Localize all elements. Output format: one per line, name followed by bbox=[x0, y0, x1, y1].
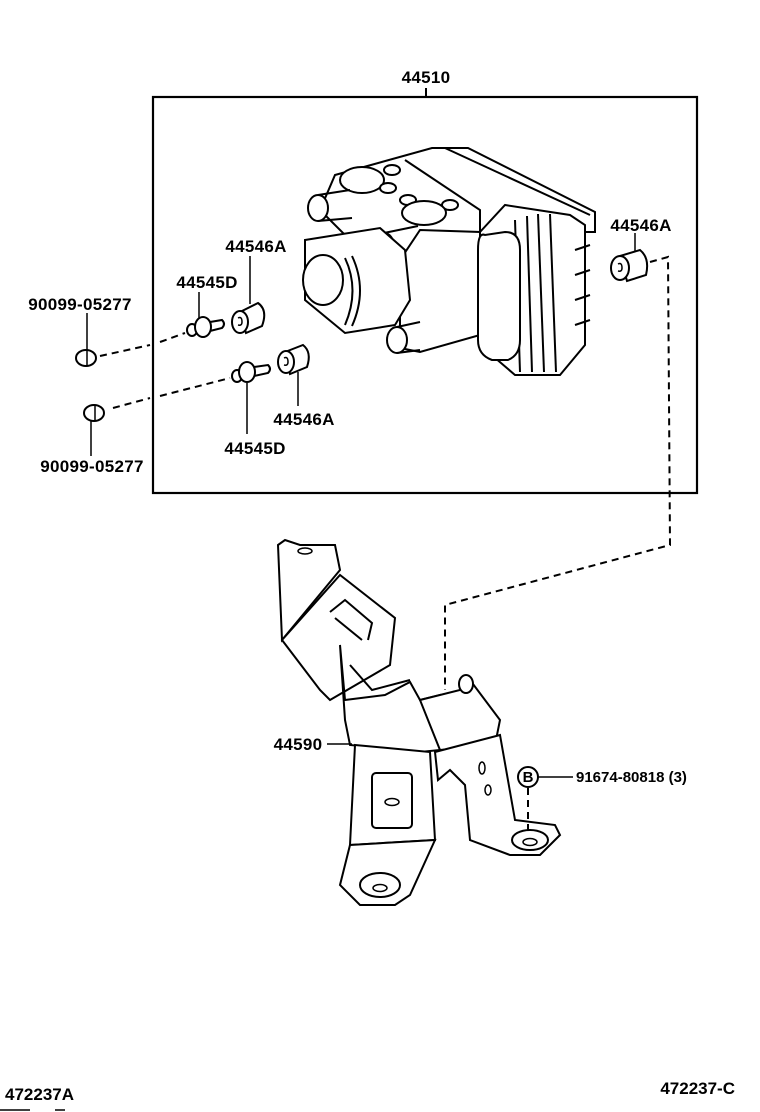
nut-lower[interactable] bbox=[83, 377, 231, 456]
label-nut-lower: 90099-05277 bbox=[40, 457, 144, 476]
label-stud-upper: 44545D bbox=[176, 273, 237, 292]
label-nut-upper: 90099-05277 bbox=[28, 295, 132, 314]
cushion-upper-left[interactable] bbox=[231, 256, 266, 335]
actuator-unit[interactable] bbox=[302, 147, 596, 376]
footer-left-code: 472237A bbox=[5, 1085, 74, 1104]
assembly-frame bbox=[151, 88, 699, 495]
callout-letter-b: B bbox=[523, 769, 534, 786]
footer-right-code: 472237-C bbox=[660, 1079, 735, 1098]
label-cushion-right: 44546A bbox=[610, 216, 671, 235]
label-stud-lower: 44545D bbox=[224, 439, 285, 458]
cushion-lower[interactable] bbox=[277, 343, 310, 406]
stud-upper[interactable] bbox=[186, 292, 225, 338]
stud-lower[interactable] bbox=[231, 361, 271, 434]
bracket[interactable] bbox=[276, 538, 562, 906]
label-cushion-upper-left: 44546A bbox=[225, 237, 286, 256]
label-cushion-lower: 44546A bbox=[273, 410, 334, 429]
cushion-right[interactable] bbox=[444, 233, 672, 690]
nut-upper[interactable] bbox=[75, 313, 186, 367]
bolt-callout[interactable]: B bbox=[517, 766, 573, 835]
label-bolt: 91674-80818 (3) bbox=[576, 769, 687, 786]
assembly-label: 44510 bbox=[402, 68, 451, 87]
label-bracket: 44590 bbox=[274, 735, 323, 754]
